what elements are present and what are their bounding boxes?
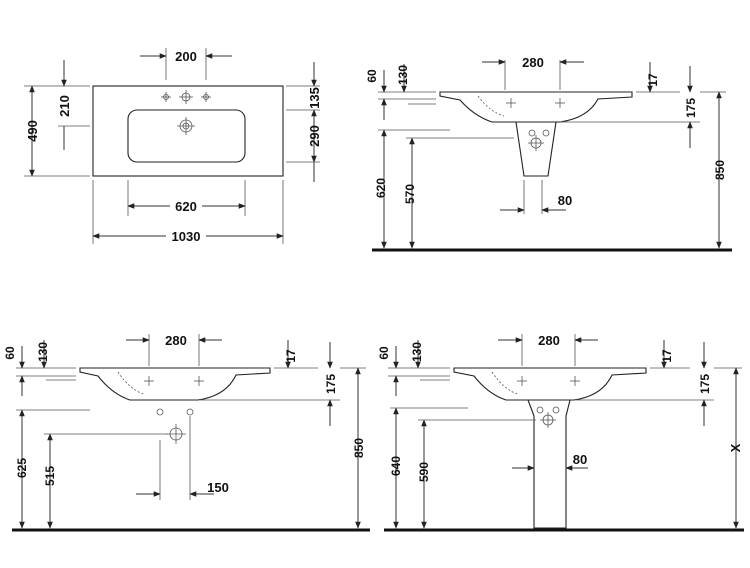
dim-rim-height: 640 (389, 456, 403, 476)
side-view-column: 280 60 130 640 590 80 17 175 X (377, 333, 744, 532)
dim-overhang: 17 (646, 73, 660, 87)
top-view: 200 490 210 135 290 620 1030 (24, 48, 322, 244)
dim-trap-width: 280 (538, 333, 560, 348)
dim-thickness: 60 (377, 346, 391, 360)
dim-right-offset: 135 (307, 87, 322, 109)
bowl-top-outline (127, 109, 246, 163)
dim-lip: 130 (36, 342, 50, 362)
drain-top (177, 117, 195, 135)
dim-overall-height: 850 (352, 438, 366, 458)
basin-profile (439, 91, 633, 123)
dim-pipe-offset: 80 (558, 193, 572, 208)
dim-bowl-depth: 290 (307, 125, 322, 147)
dim-overall-height: 850 (713, 160, 727, 180)
dim-variable-height: X (728, 443, 743, 452)
dim-bowl-height: 175 (684, 98, 698, 118)
dim-drain-height: 570 (403, 184, 417, 204)
dim-trap-width: 280 (165, 333, 187, 348)
side-view-pedestal: 280 60 130 620 570 80 17 175 (365, 55, 732, 252)
dim-trap-width: 280 (522, 55, 544, 70)
dim-drain-height: 515 (43, 466, 57, 486)
dim-rim-height: 625 (15, 458, 29, 478)
dim-tap-spacing: 200 (175, 49, 197, 64)
dim-bowl-height: 175 (698, 374, 712, 394)
dim-overall-width: 1030 (172, 229, 201, 244)
basin-profile (453, 367, 647, 401)
dim-rim-height: 620 (374, 178, 388, 198)
full-column (527, 399, 571, 529)
dim-drain-height: 590 (417, 462, 431, 482)
dim-tap-offset: 210 (57, 95, 72, 117)
dim-lip: 130 (410, 342, 424, 362)
dim-overhang: 17 (660, 349, 674, 363)
dim-lip: 130 (396, 65, 410, 85)
dim-bowl-width: 620 (175, 199, 197, 214)
dim-thickness: 60 (3, 346, 17, 360)
dim-thickness: 60 (365, 69, 379, 83)
dim-pipe-offset: 80 (573, 452, 587, 467)
side-view-wall: 280 60 130 625 515 150 17 175 (3, 333, 370, 532)
tap-holes (161, 90, 211, 104)
basin-profile (79, 367, 271, 401)
dim-overhang: 17 (284, 349, 298, 363)
dim-depth: 490 (25, 120, 40, 142)
dim-pipe-offset: 150 (207, 480, 229, 495)
dim-bowl-height: 175 (324, 374, 338, 394)
